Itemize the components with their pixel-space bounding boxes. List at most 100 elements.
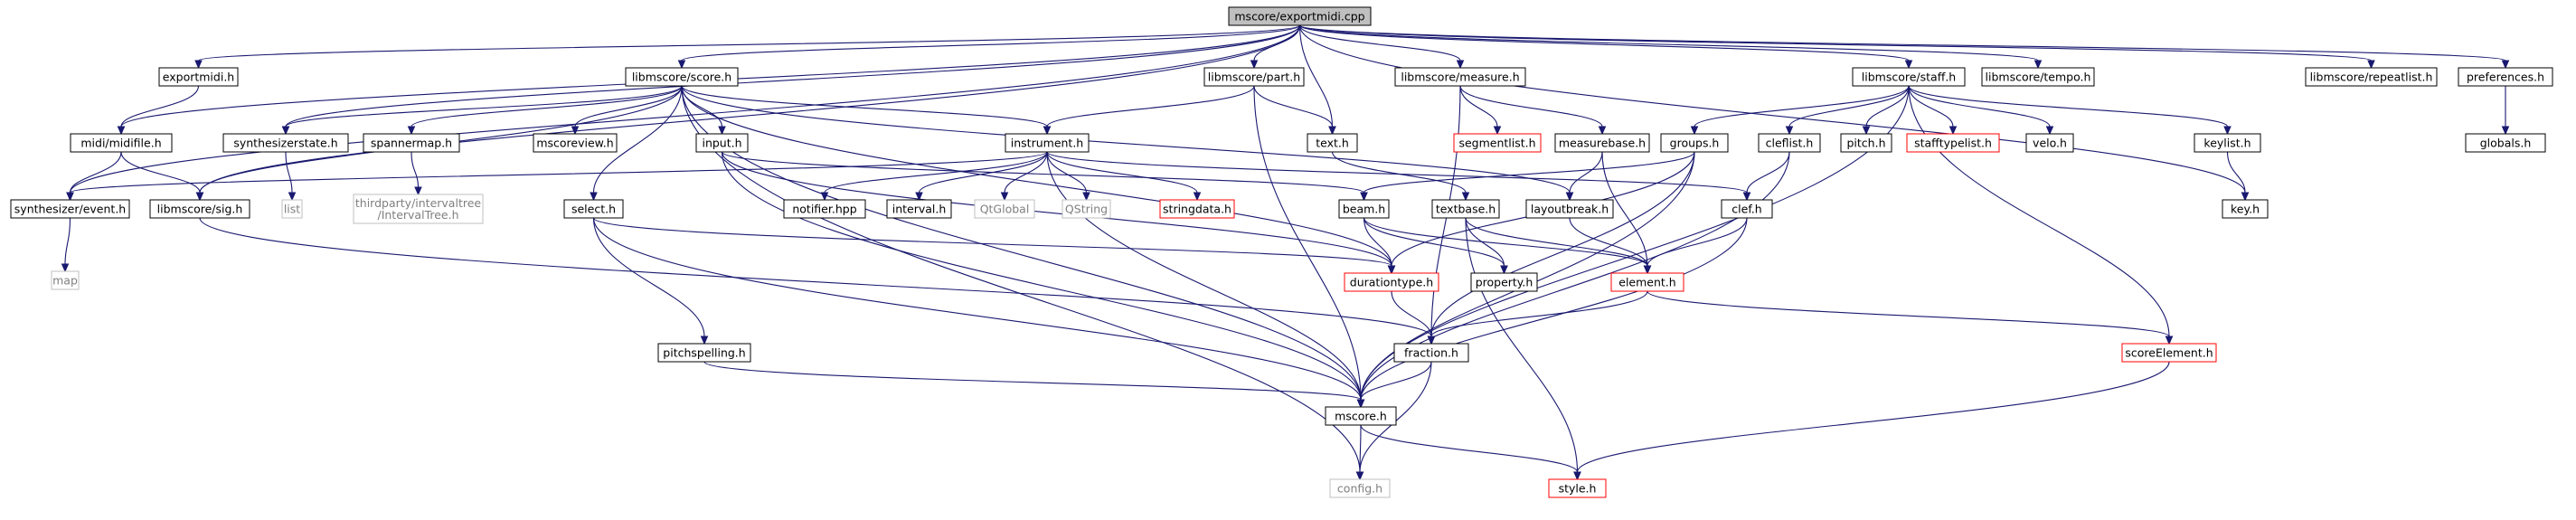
node-label: style.h <box>1559 482 1597 496</box>
node-midifile-h[interactable]: midi/midifile.h <box>70 133 173 153</box>
node-interval-h[interactable]: interval.h <box>886 199 952 219</box>
node-measure-h[interactable]: libmscore/measure.h <box>1394 67 1526 87</box>
node-synthstate-h[interactable]: synthesizerstate.h <box>222 133 349 153</box>
node-style-h[interactable]: style.h <box>1548 478 1607 498</box>
node-repeatlist-h[interactable]: libmscore/repeatlist.h <box>2305 67 2438 87</box>
node-element-h[interactable]: element.h <box>1610 272 1684 292</box>
node-label: groups.h <box>1670 137 1720 150</box>
edge-element_h-to-fraction_h <box>1427 290 1648 345</box>
edge-root-to-tempo_h <box>1298 24 2043 70</box>
node-pitch-h[interactable]: pitch.h <box>1840 133 1892 153</box>
edge-root-to-synthevent_h <box>66 24 1301 202</box>
edge-exportmidi_h-to-midifile_h <box>117 85 200 136</box>
node-property-h[interactable]: property.h <box>1470 272 1538 292</box>
node-input-h[interactable]: input.h <box>695 133 749 153</box>
node-label: layoutbreak.h <box>1531 203 1609 216</box>
edge-select_h-to-pitchspelling_h <box>592 217 709 345</box>
node-label: libmscore/measure.h <box>1401 71 1519 84</box>
node-select-h[interactable]: select.h <box>563 199 624 219</box>
node-velo-h[interactable]: velo.h <box>2025 133 2074 153</box>
node-mscoreview-h[interactable]: mscoreview.h <box>533 133 618 153</box>
edge-staff_h-to-scoreelement_h <box>1908 85 2174 345</box>
node-label: config.h <box>1337 482 1382 496</box>
node-config-h: config.h <box>1329 478 1391 498</box>
node-label: libmscore/score.h <box>632 71 731 84</box>
node-label: durationtype.h <box>1350 276 1433 289</box>
node-groups-h[interactable]: groups.h <box>1660 133 1729 153</box>
edge-score_h-to-select_h <box>590 85 683 202</box>
node-label: mscore.h <box>1335 410 1387 423</box>
node-keylist-h[interactable]: keylist.h <box>2194 133 2261 153</box>
edge-root-to-staff_h <box>1298 24 1913 70</box>
node-label: property.h <box>1476 276 1533 289</box>
node-root[interactable]: mscore/exportmidi.cpp <box>1228 6 1372 26</box>
node-qstring: QString <box>1062 199 1111 219</box>
edge-score_h-to-layoutbreak_h <box>681 85 1574 202</box>
node-pitchspelling-h[interactable]: pitchspelling.h <box>657 343 751 363</box>
node-label: segmentlist.h <box>1458 137 1535 150</box>
edge-measure_h-to-measurebase_h <box>1459 85 1607 136</box>
node-list: list <box>281 199 303 219</box>
node-preferences-h[interactable]: preferences.h <box>2458 67 2553 87</box>
node-key-h[interactable]: key.h <box>2222 199 2269 219</box>
node-label: clef.h <box>1731 203 1761 216</box>
node-label: keylist.h <box>2203 137 2250 150</box>
edge-staff_h-to-pitch_h <box>1862 85 1910 136</box>
node-clef-h[interactable]: clef.h <box>1721 199 1773 219</box>
node-label: libmscore/staff.h <box>1862 71 1956 84</box>
node-mscore-h[interactable]: mscore.h <box>1325 406 1397 426</box>
node-qtglobal: QtGlobal <box>974 199 1035 219</box>
edge-mscore_h-to-style_h <box>1360 424 1581 481</box>
edge-text_h-to-textbase_h <box>1331 151 1470 202</box>
node-tempo-h[interactable]: libmscore/tempo.h <box>1981 67 2095 87</box>
node-label: libmscore/sig.h <box>157 203 243 216</box>
edge-instrument_h-to-clef_h <box>1046 151 1751 202</box>
node-spannermap-h[interactable]: spannermap.h <box>363 133 460 153</box>
node-label: globals.h <box>2480 137 2532 150</box>
node-stafftypelist-h[interactable]: stafftypelist.h <box>1906 133 2000 153</box>
edge-element_h-to-scoreelement_h <box>1647 290 2174 345</box>
edge-root-to-synthstate_h <box>281 24 1301 136</box>
node-measurebase-h[interactable]: measurebase.h <box>1554 133 1650 153</box>
node-layoutbreak-h[interactable]: layoutbreak.h <box>1525 199 1614 219</box>
node-beam-h[interactable]: beam.h <box>1338 199 1390 219</box>
edge-select_h-to-durationtype_h <box>592 217 1396 275</box>
node-fraction-h[interactable]: fraction.h <box>1393 343 1469 363</box>
edge-groups_h-to-beam_h <box>1360 151 1695 202</box>
node-stringdata-h[interactable]: stringdata.h <box>1159 199 1235 219</box>
node-textbase-h[interactable]: textbase.h <box>1431 199 1500 219</box>
node-notifier-hpp[interactable]: notifier.hpp <box>783 199 866 219</box>
edge-pitchspelling_h-to-mscore_h <box>703 361 1365 409</box>
node-instrument-h[interactable]: instrument.h <box>1005 133 1090 153</box>
node-label: pitchspelling.h <box>663 346 745 360</box>
edge-score_h-to-spannermap_h <box>407 85 683 136</box>
node-label: spannermap.h <box>371 137 452 150</box>
node-label: scoreElement.h <box>2125 346 2213 360</box>
edge-instrument_h-to-synthevent_h <box>66 151 1048 202</box>
edge-root-to-score_h <box>677 24 1301 70</box>
node-label: thirdparty/intervaltree <box>355 196 482 210</box>
node-part-h[interactable]: libmscore/part.h <box>1203 67 1305 87</box>
edge-staff_h-to-stafftypelist_h <box>1908 85 1958 136</box>
node-score-h[interactable]: libmscore/score.h <box>625 67 739 87</box>
node-scoreelement-h[interactable]: scoreElement.h <box>2121 343 2217 363</box>
edge-mscore_h-to-config_h <box>1355 424 1364 481</box>
edge-staff_h-to-cleflist_h <box>1785 85 1910 136</box>
node-staff-h[interactable]: libmscore/staff.h <box>1852 67 1966 87</box>
node-label: QString <box>1065 203 1108 216</box>
node-cleflist-h[interactable]: cleflist.h <box>1758 133 1821 153</box>
node-globals-h[interactable]: globals.h <box>2465 133 2546 153</box>
node-synthevent-h[interactable]: synthesizer/event.h <box>10 199 130 219</box>
node-text-h[interactable]: text.h <box>1307 133 1358 153</box>
edge-midifile_h-to-synthevent_h <box>66 151 122 202</box>
node-label: preferences.h <box>2467 71 2544 84</box>
node-segmentlist-h[interactable]: segmentlist.h <box>1453 133 1542 153</box>
node-label: libmscore/tempo.h <box>1986 71 2091 84</box>
node-label: midi/midifile.h <box>80 137 161 150</box>
node-label: text.h <box>1316 137 1349 150</box>
node-durationtype-h[interactable]: durationtype.h <box>1344 272 1439 292</box>
node-exportmidi-h[interactable]: exportmidi.h <box>158 67 239 87</box>
node-label: select.h <box>571 203 616 216</box>
node-sig-h[interactable]: libmscore/sig.h <box>149 199 250 219</box>
